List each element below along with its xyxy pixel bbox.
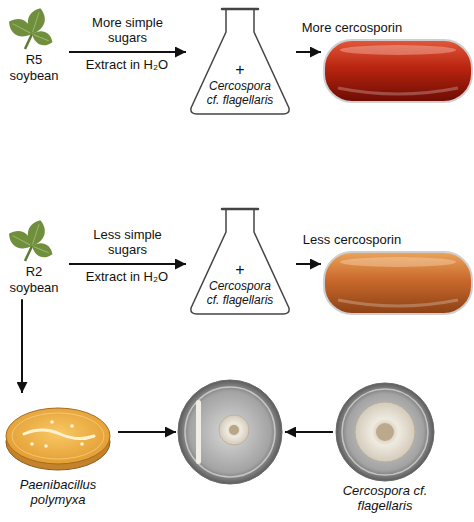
bacterial-streak [24, 430, 94, 439]
flow-arrow [69, 51, 186, 53]
liquid-highlight [340, 257, 456, 267]
plant-stage-node: R2 soybean [2, 216, 66, 295]
soybean-leaf-icon [2, 4, 66, 50]
leaf-stem [25, 246, 32, 261]
plant-stage-node: R5 soybean [2, 4, 66, 83]
species-name: Cercospora cf. flagellaris [204, 80, 276, 108]
leaf-stem [25, 34, 32, 49]
flask-body [191, 209, 289, 314]
leaflet [29, 28, 54, 49]
bacterial-streak [196, 400, 201, 464]
flask-node: + Cercospora cf. flagellaris [188, 202, 292, 318]
edge-label: More simple sugars [76, 16, 180, 46]
plant-stage-label: R5 soybean [2, 52, 66, 83]
species-name: Cercospora cf. flagellaris [204, 280, 276, 308]
red-culture-flask-photo [324, 40, 472, 102]
bacterial-colony [80, 442, 84, 446]
dual-culture-plate-photo [178, 380, 282, 484]
leaflet-vein [13, 24, 31, 33]
leaflet-vein [34, 35, 49, 41]
leaflet-blade [29, 240, 54, 261]
plate [336, 383, 434, 481]
flask-body [191, 9, 289, 114]
plant-stage-label: R2 soybean [2, 264, 66, 295]
plus-sign: + [235, 62, 244, 78]
bacterial-colony [30, 442, 34, 446]
colony-centre [229, 425, 239, 435]
soybean-leaf-icon [2, 216, 66, 262]
species-name: Cercospora cf. flagellaris [326, 484, 444, 514]
flow-arrow [118, 431, 176, 433]
glass-reflection [338, 300, 458, 306]
plate [178, 380, 282, 484]
dish-rim [12, 413, 104, 459]
flow-arrow [296, 51, 321, 53]
annotation-label: More cercosporin [296, 21, 408, 36]
annotation-label: Extract in H₂O [66, 270, 188, 285]
bacterial-colony [70, 424, 74, 428]
leaflet-blade [29, 28, 54, 49]
leaflet [29, 240, 54, 261]
leaflet-vein [34, 247, 49, 253]
fungus-plate-node: Cercospora cf. flagellaris [326, 382, 444, 514]
bacterial-colony [50, 420, 54, 424]
flow-arrow [285, 431, 333, 433]
leaflet-vein [33, 12, 39, 32]
bacterium-name: Paenibacillus polymyxa [2, 478, 114, 508]
edge-label: Less simple sugars [76, 228, 180, 258]
flow-arrow [21, 299, 23, 393]
fungal-colony [355, 402, 415, 462]
bacterium-dish-node: Paenibacillus polymyxa [2, 396, 114, 508]
liquid-highlight [340, 45, 456, 55]
fungus-plate-photo [326, 382, 444, 482]
red-culture-liquid [324, 40, 472, 102]
fungal-colony [219, 415, 249, 445]
flow-arrow [69, 263, 186, 265]
colony-centre [376, 423, 394, 441]
leaflet-vein [13, 236, 31, 245]
bacterial-colony [44, 444, 48, 448]
plate-rim [185, 387, 275, 477]
annotation-label: Less cercosporin [296, 233, 408, 248]
flask-rim [222, 8, 258, 11]
flask-rim [222, 208, 258, 211]
glass-reflection [338, 88, 458, 94]
petri-dish-icon [2, 396, 114, 476]
flow-arrow [296, 263, 321, 265]
flask-node: + Cercospora cf. flagellaris [188, 2, 292, 118]
agar-surface [6, 408, 110, 464]
plus-sign: + [235, 262, 244, 278]
leaflet-vein [33, 224, 39, 244]
orange-culture-flask-photo [324, 252, 472, 314]
annotation-label: Extract in H₂O [66, 58, 188, 73]
orange-culture-liquid [324, 252, 472, 314]
plate-rim [342, 389, 428, 475]
